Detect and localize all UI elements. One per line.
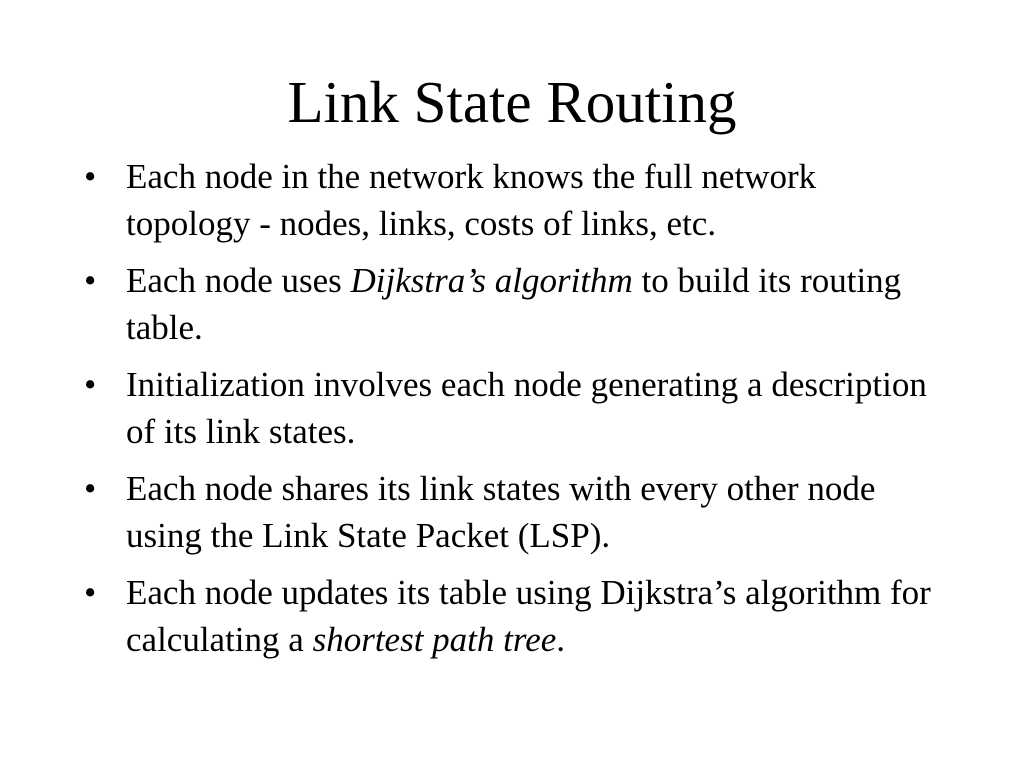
- bullet-text: Each node uses: [126, 261, 351, 300]
- bullet-text: Each node updates its table using Dijkst…: [126, 573, 931, 659]
- bullet-text-end: .: [556, 620, 566, 659]
- bullet-list: • Each node in the network knows the ful…: [84, 153, 944, 673]
- bullet-item-4: • Each node shares its link states with …: [84, 465, 944, 559]
- bullet-emphasis: Dijkstra’s algorithm: [350, 261, 633, 300]
- bullet-text: Initialization involves each node genera…: [126, 365, 927, 451]
- bullet-text-end: to build its routing table.: [126, 261, 902, 347]
- bullet-item-5: • Each node updates its table using Dijk…: [84, 569, 944, 663]
- bullet-item-1: • Each node in the network knows the ful…: [84, 153, 944, 247]
- bullet-icon: •: [84, 469, 97, 508]
- bullet-text: Each node in the network knows the full …: [126, 157, 817, 243]
- bullet-icon: •: [84, 157, 97, 196]
- bullet-emphasis: shortest path tree: [312, 620, 557, 659]
- slide-title: Link State Routing: [287, 69, 737, 135]
- bullet-item-2: • Each node uses Dijkstra’s algorithm to…: [84, 257, 944, 351]
- bullet-icon: •: [84, 573, 97, 612]
- bullet-text: Each node shares its link states with ev…: [126, 469, 876, 555]
- bullet-item-3: • Initialization involves each node gene…: [84, 361, 944, 455]
- bullet-icon: •: [84, 261, 97, 300]
- bullet-icon: •: [84, 365, 97, 404]
